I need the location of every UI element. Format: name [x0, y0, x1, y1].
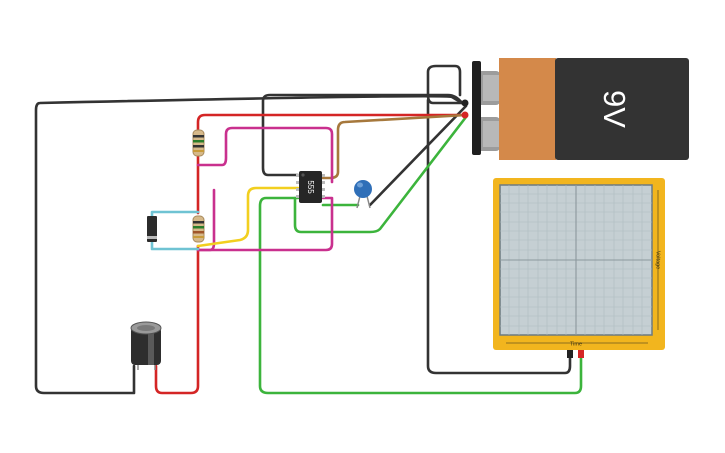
wire-green-scope[interactable]: [258, 196, 583, 395]
wire-green-ic[interactable]: [293, 115, 468, 234]
battery-label: 9V: [597, 90, 632, 128]
diode[interactable]: [147, 216, 157, 242]
wire-yellow[interactable]: [196, 186, 300, 248]
wire-magenta-bottom[interactable]: [196, 196, 334, 252]
ic-label: 555: [306, 180, 315, 194]
resistor-2[interactable]: [192, 215, 205, 243]
battery-9v[interactable]: 9V: [472, 58, 689, 160]
electrolytic-capacitor[interactable]: [130, 321, 162, 370]
oscilloscope[interactable]: Time Voltage: [493, 178, 665, 358]
wire-cyan[interactable]: [150, 210, 200, 251]
wire-black-scope-ground[interactable]: [426, 64, 468, 105]
oscilloscope-x-label: Time: [570, 341, 582, 347]
ic-555[interactable]: 555: [296, 171, 325, 203]
wire-magenta-top[interactable]: [196, 126, 334, 184]
wire-black-scope-probe[interactable]: [426, 98, 572, 375]
oscilloscope-y-label: Voltage: [655, 251, 661, 269]
wire-red-electrolytic[interactable]: [154, 244, 200, 395]
wire-red-vcc[interactable]: [196, 113, 468, 132]
wire-black-ground-loop[interactable]: [34, 94, 464, 395]
wire-black-capacitor[interactable]: [368, 104, 468, 207]
battery-negative-terminal[interactable]: [461, 99, 469, 107]
battery-positive-terminal[interactable]: [461, 111, 469, 119]
ceramic-capacitor[interactable]: [354, 180, 372, 209]
wire-black-ic-top[interactable]: [261, 93, 464, 177]
resistor-1[interactable]: [192, 129, 205, 157]
